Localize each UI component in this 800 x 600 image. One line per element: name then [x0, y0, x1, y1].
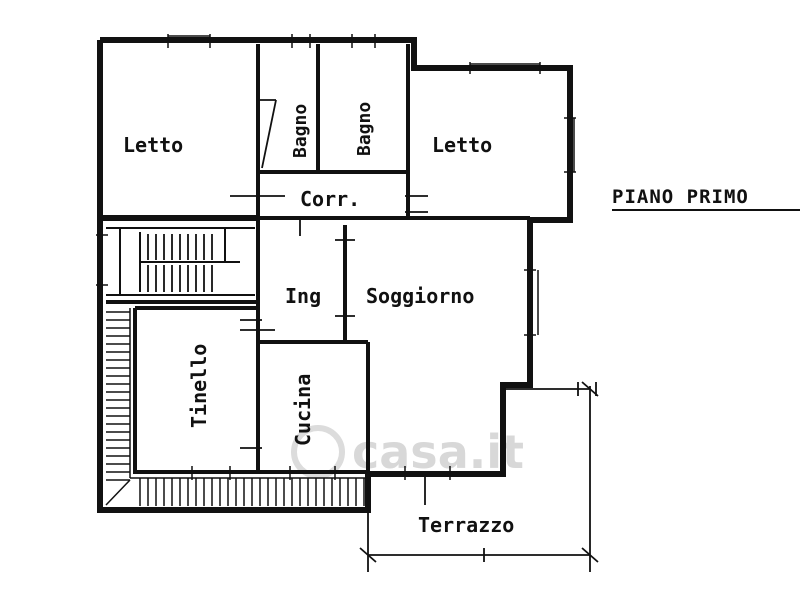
room-label-soggiorno: Soggiorno	[366, 284, 474, 308]
room-label-terrazzo: Terrazzo	[418, 513, 514, 537]
watermark-text: casa.it	[352, 425, 524, 479]
balcony-edges	[129, 308, 368, 479]
room-label-letto-left: Letto	[123, 133, 183, 157]
stair-hall	[106, 227, 255, 296]
room-label-cucina: Cucina	[291, 374, 315, 446]
room-label-ingresso: Ing	[285, 284, 321, 308]
interior-walls	[106, 44, 530, 474]
terrace-outline	[359, 381, 599, 572]
room-label-tinello: Tinello	[187, 344, 211, 428]
balcony-hatch	[105, 311, 365, 506]
window-marks	[96, 34, 576, 480]
room-label-letto-right: Letto	[432, 133, 492, 157]
room-label-bagno-1: Bagno	[290, 104, 311, 158]
room-label-corridoio: Corr.	[300, 187, 360, 211]
stair-treads	[147, 234, 213, 292]
room-label-bagno-2: Bagno	[354, 102, 375, 156]
watermark: casa.it	[291, 425, 524, 479]
door-marks	[230, 99, 428, 449]
plan-title: PIANO PRIMO	[612, 186, 749, 208]
